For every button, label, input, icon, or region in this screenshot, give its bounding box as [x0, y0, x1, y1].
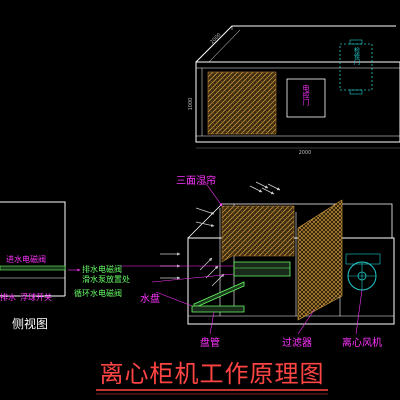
- coil-label: 盘管: [200, 336, 220, 349]
- side-view-title: 侧视图: [12, 316, 48, 331]
- wet-curtain-label: 三面湿帘: [176, 174, 216, 187]
- coil: [193, 281, 245, 309]
- depth-dimension: 2000: [209, 32, 222, 45]
- door-label: 检修门: [353, 46, 360, 66]
- water-dispenser-label: 滑水泵放置处: [82, 274, 130, 284]
- wet-curtain: [221, 205, 295, 263]
- control-panel: [286, 78, 326, 118]
- circulating-valve-label: 循环水电磁阀: [74, 288, 122, 298]
- top-wet-curtain: [207, 71, 277, 135]
- side-view: 进水电磁阀 排水 浮球开关 侧视图: [0, 201, 66, 331]
- filter: [297, 199, 343, 321]
- water-tray-label: 水盘: [140, 292, 160, 305]
- main-view: [187, 199, 395, 325]
- water-tray: [191, 305, 245, 313]
- float-switch-label: 浮球开关: [20, 292, 52, 302]
- leader-lines: [68, 181, 363, 335]
- diagram-title: 离心柜机工作原理图: [100, 360, 325, 388]
- height-dimension: 1000: [188, 98, 194, 111]
- inlet-valve-label: 进水电磁阀: [6, 254, 46, 264]
- drain-valve-label: 排水电磁阀: [82, 264, 122, 274]
- filter-label: 过滤器: [282, 336, 312, 349]
- width-dimension: 2000: [299, 150, 312, 156]
- top-view: 电控门 检修门 2000 1000 2000: [188, 25, 400, 156]
- fan-label: 离心风机: [342, 336, 382, 349]
- control-label: 电控门: [302, 84, 310, 107]
- drain-label-side: 排水: [0, 292, 16, 302]
